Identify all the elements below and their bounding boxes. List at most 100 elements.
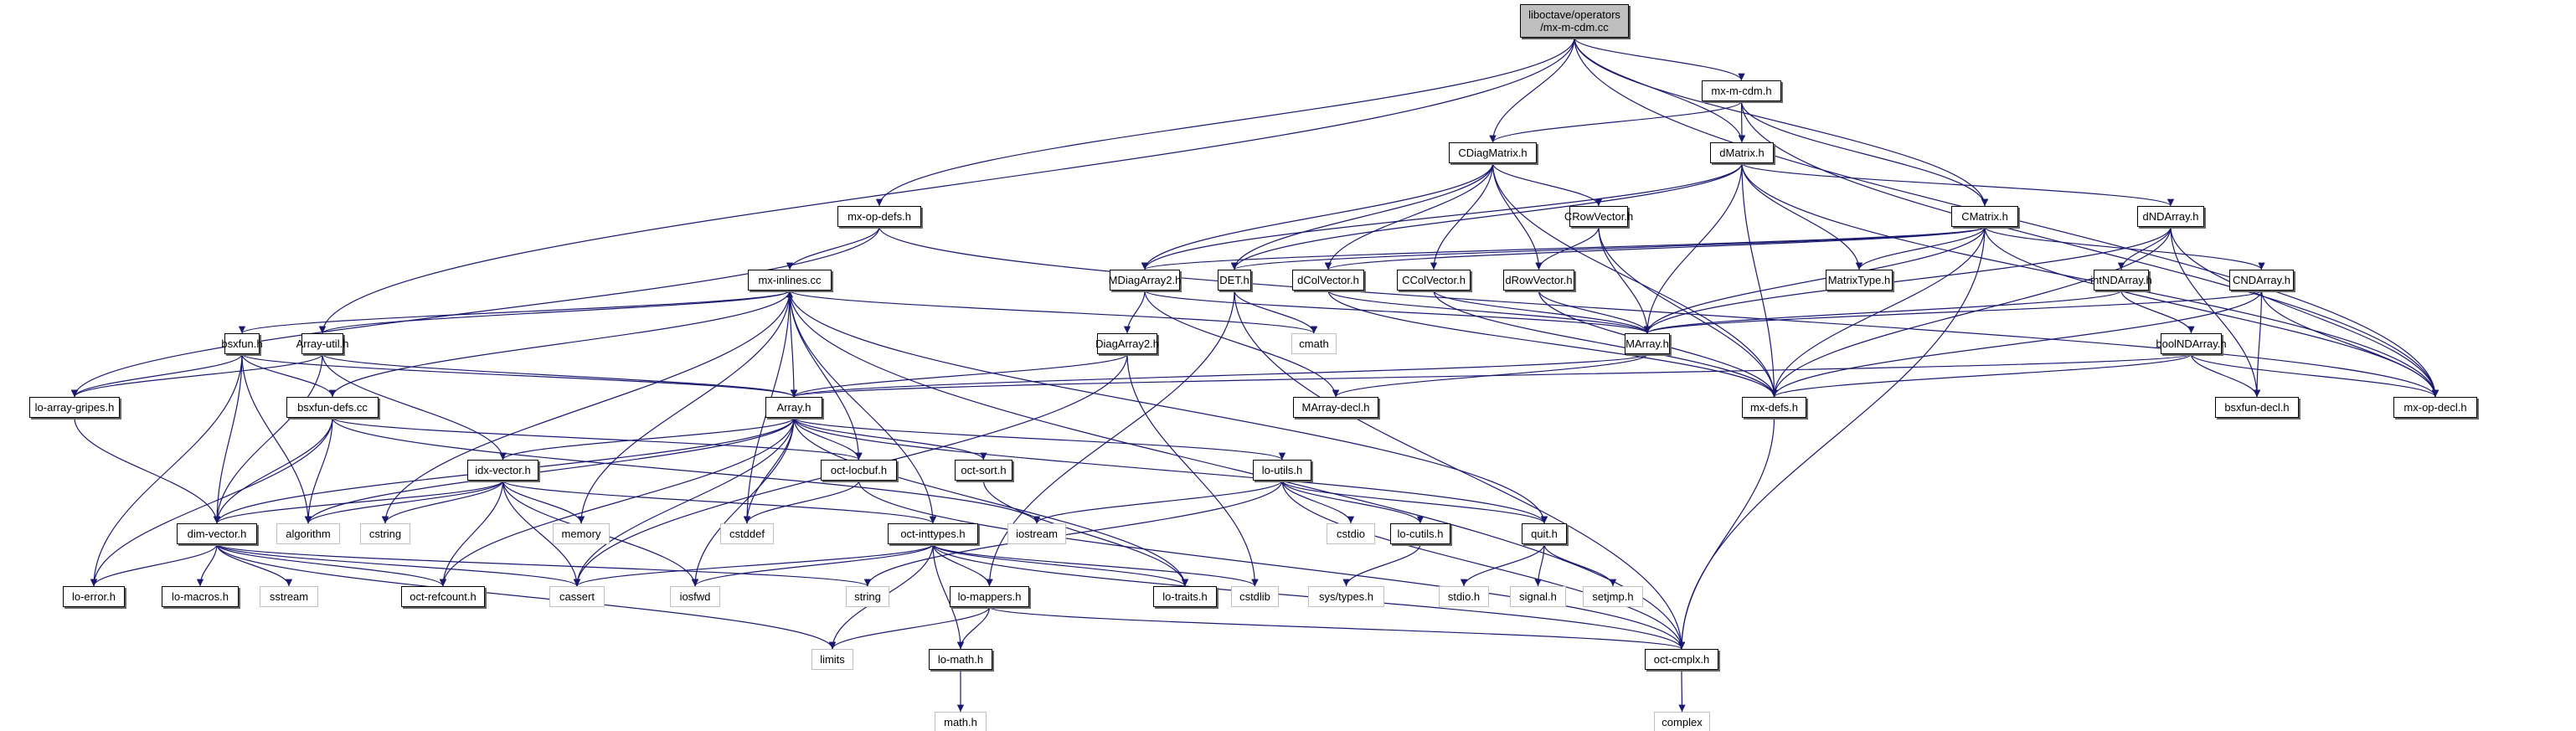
file-node-mx-defs-h[interactable]: mx-defs.h	[1742, 397, 1806, 418]
file-node-dndarray-h[interactable]: dNDArray.h	[2137, 206, 2204, 227]
include-edge-boolndarray-h-to-mx-defs-h	[1770, 353, 2192, 398]
file-node-mx-op-decl-h[interactable]: mx-op-decl.h	[2393, 397, 2477, 418]
system-header-node-sys-types-h: sys/types.h	[1308, 586, 1384, 607]
include-edge-lo-mappers-h-to-lo-math-h	[956, 606, 991, 650]
include-edge-ccolvector-h-to-mx-defs-h	[1433, 290, 1778, 398]
include-edge-cdiagmatrix-h-to-dcolvector-h	[1324, 162, 1494, 270]
node-label: stdio.h	[1447, 590, 1481, 603]
file-node-cdiagmatrix-h[interactable]: CDiagMatrix.h	[1449, 142, 1537, 163]
file-node-lo-traits-h[interactable]: lo-traits.h	[1153, 586, 1217, 607]
file-node-lo-cutils-h[interactable]: lo-cutils.h	[1390, 523, 1450, 544]
file-node-crowvector-h[interactable]: CRowVector.h	[1564, 206, 1633, 227]
include-edge-dcolvector-h-to-marray-h	[1327, 290, 1651, 334]
node-label: lo-error.h	[71, 590, 116, 603]
file-node-marray-decl-h[interactable]: MArray-decl.h	[1293, 397, 1378, 418]
include-edge-lo-utils-h-to-iostream	[1033, 480, 1283, 524]
node-label: idx-vector.h	[475, 464, 531, 476]
include-edge-bsxfun-defs-cc-to-algorithm	[304, 417, 333, 524]
file-node-mx-m-cdm-h[interactable]: mx-m-cdm.h	[1702, 80, 1781, 101]
node-label: sys/types.h	[1318, 590, 1374, 603]
node-label: signal.h	[1519, 590, 1557, 603]
system-header-node-string: string	[846, 586, 889, 607]
include-edge-mdiagarray2-h-to-diagarray2-h	[1123, 290, 1146, 334]
file-node-matrixtype-h[interactable]: MatrixType.h	[1826, 270, 1893, 291]
include-edge-boolndarray-h-to-mx-op-decl-h	[2190, 353, 2439, 398]
include-edge-cndarray-h-to-mx-op-decl-h	[2260, 290, 2439, 398]
file-node-lo-array-gripes-h[interactable]: lo-array-gripes.h	[29, 397, 120, 418]
file-node-dim-vector-h[interactable]: dim-vector.h	[177, 523, 257, 544]
root-file-node[interactable]: liboctave/operators /mx-m-cdm.cc	[1520, 4, 1629, 38]
include-edge-crowvector-h-to-mx-defs-h	[1598, 226, 1778, 398]
file-node-lo-error-h[interactable]: lo-error.h	[63, 586, 125, 607]
file-node-mx-inlines-cc[interactable]: mx-inlines.cc	[748, 270, 832, 291]
include-edge-mdiagarray2-h-to-marray-decl-h	[1144, 290, 1340, 398]
include-edge-array-h-to-quit-h	[793, 417, 1548, 524]
file-node-oct-inttypes-h[interactable]: oct-inttypes.h	[888, 523, 978, 544]
node-label: mx-m-cdm.h	[1711, 85, 1772, 97]
file-node-intndarray-h[interactable]: intNDArray.h	[2090, 270, 2152, 291]
include-edge-array-h-to-iosfwd	[691, 417, 795, 587]
file-node-oct-locbuf-h[interactable]: oct-locbuf.h	[821, 460, 897, 481]
node-label: Array.h	[776, 401, 811, 414]
include-edge-dim-vector-h-to-lo-macros-h	[196, 543, 218, 587]
file-node-drowvector-h[interactable]: dRowVector.h	[1503, 270, 1574, 291]
file-node-lo-utils-h[interactable]: lo-utils.h	[1253, 460, 1311, 481]
file-node-oct-cmplx-h[interactable]: oct-cmplx.h	[1645, 649, 1718, 670]
include-edge-bsxfun-defs-cc-to-mx-inlines-cc	[332, 290, 794, 398]
include-edge-oct-sort-h-to-lo-traits-h	[982, 480, 1189, 587]
include-edge-mx-inlines-cc-to-oct-inttypes-h	[789, 290, 937, 524]
system-header-node-signal-h: signal.h	[1510, 586, 1566, 607]
include-edge-quit-h-to-signal-h	[1534, 543, 1545, 587]
file-node-oct-refcount-h[interactable]: oct-refcount.h	[401, 586, 485, 607]
file-node-marray-h[interactable]: MArray.h	[1625, 333, 1670, 354]
include-edge-mx-inlines-cc-to-bsxfun-h	[239, 290, 791, 334]
file-node-bsxfun-decl-h[interactable]: bsxfun-decl.h	[2215, 397, 2299, 418]
include-edge-mx-op-defs-h-to-lo-array-gripes-h	[70, 226, 880, 398]
include-edge-mx-inlines-cc-to-array-util-h	[319, 290, 791, 334]
file-node-mx-op-defs-h[interactable]: mx-op-defs.h	[837, 206, 921, 227]
file-node-bsxfun-defs-cc[interactable]: bsxfun-defs.cc	[286, 397, 379, 418]
include-edge-bsxfun-h-to-lo-array-gripes-h	[70, 353, 243, 398]
node-label: bsxfun-decl.h	[2224, 401, 2290, 414]
include-edge-lo-mappers-h-to-limits	[828, 606, 991, 650]
file-node-dcolvector-h[interactable]: dColVector.h	[1292, 270, 1364, 291]
include-edge-cdiagmatrix-h-to-mx-defs-h	[1492, 162, 1778, 398]
system-header-node-memory: memory	[553, 523, 610, 544]
include-edge-lo-mappers-h-to-oct-cmplx-h	[988, 606, 1685, 650]
system-header-node-setjmp-h: setjmp.h	[1583, 586, 1643, 607]
node-label: dColVector.h	[1297, 274, 1359, 286]
file-node-lo-mappers-h[interactable]: lo-mappers.h	[950, 586, 1029, 607]
system-header-node-cmath: cmath	[1291, 333, 1337, 354]
file-node-boolndarray-h[interactable]: boolNDArray.h	[2156, 333, 2227, 354]
file-node-array-h[interactable]: Array.h	[765, 397, 822, 418]
file-node-det-h[interactable]: DET.h	[1218, 270, 1251, 291]
include-edge-ccolvector-h-to-marray-h	[1433, 290, 1651, 334]
node-label: math.h	[944, 716, 977, 728]
node-label: CRowVector.h	[1564, 210, 1634, 223]
node-label: lo-math.h	[937, 653, 984, 666]
file-node-ccolvector-h[interactable]: CColVector.h	[1397, 270, 1471, 291]
include-edge-mx-inlines-cc-to-cmath	[789, 290, 1317, 334]
file-node-cndarray-h[interactable]: CNDArray.h	[2229, 270, 2294, 291]
file-node-lo-macros-h[interactable]: lo-macros.h	[162, 586, 239, 607]
file-node-diagarray2-h[interactable]: DiagArray2.h	[1095, 333, 1159, 354]
file-node-quit-h[interactable]: quit.h	[1522, 523, 1567, 544]
system-header-node-cassert: cassert	[549, 586, 605, 607]
file-node-mdiagarray2-h[interactable]: MDiagArray2.h	[1109, 270, 1181, 291]
include-edge-dcolvector-h-to-mx-defs-h	[1327, 290, 1778, 398]
file-node-idx-vector-h[interactable]: idx-vector.h	[467, 460, 538, 481]
node-label: CMatrix.h	[1961, 210, 2008, 223]
file-node-oct-sort-h[interactable]: oct-sort.h	[955, 460, 1012, 481]
file-node-dmatrix-h[interactable]: dMatrix.h	[1710, 142, 1774, 163]
include-edge-mx-m-cdm-h-to-cmatrix-h	[1740, 100, 1989, 207]
include-edge-dim-vector-h-to-limits	[216, 543, 837, 650]
node-label: memory	[561, 528, 601, 540]
include-edge-array-h-to-oct-refcount-h	[439, 417, 795, 587]
node-label: oct-inttypes.h	[900, 528, 966, 540]
include-edge-idx-vector-h-to-cstring	[381, 480, 504, 524]
file-node-lo-math-h[interactable]: lo-math.h	[929, 649, 992, 670]
file-node-cmatrix-h[interactable]: CMatrix.h	[1951, 206, 2018, 227]
file-node-array-util-h[interactable]: Array-util.h	[296, 333, 348, 354]
file-node-bsxfun-h[interactable]: bsxfun.h	[221, 333, 263, 354]
